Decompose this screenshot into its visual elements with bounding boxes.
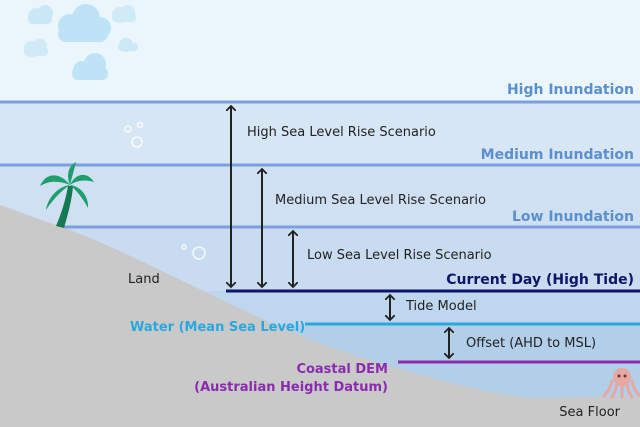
bubbles-icon (124, 121, 144, 148)
octopus-icon (602, 368, 640, 399)
high-inundation-label: High Inundation (507, 82, 634, 98)
cloud-icon (118, 38, 138, 52)
bubbles-icon (181, 244, 206, 260)
water-msl-label: Water (Mean Sea Level) (130, 320, 305, 335)
land-label: Land (128, 272, 160, 287)
offset-label: Offset (AHD to MSL) (466, 336, 596, 351)
band-high (0, 102, 640, 165)
cloud-icon (58, 4, 111, 42)
cloud-icon (28, 5, 53, 24)
cloud-icon (72, 53, 108, 80)
coastal-dem-label: Coastal DEM (296, 362, 388, 377)
high-scenario-label: High Sea Level Rise Scenario (247, 125, 436, 140)
sea-floor-label: Sea Floor (559, 405, 620, 420)
band-medium (0, 165, 640, 227)
medium-inundation-label: Medium Inundation (481, 147, 634, 163)
cloud-icon (112, 5, 136, 23)
palm-tree-icon (40, 162, 94, 228)
current-day-label: Current Day (High Tide) (446, 272, 634, 288)
land (0, 205, 640, 427)
sky (0, 0, 640, 102)
tide-model-label: Tide Model (405, 299, 477, 314)
low-inundation-label: Low Inundation (512, 209, 634, 225)
australian-height-datum-label: (Australian Height Datum) (194, 380, 388, 395)
cloud-icon (24, 39, 48, 57)
low-scenario-label: Low Sea Level Rise Scenario (307, 248, 492, 263)
medium-scenario-label: Medium Sea Level Rise Scenario (275, 193, 486, 208)
